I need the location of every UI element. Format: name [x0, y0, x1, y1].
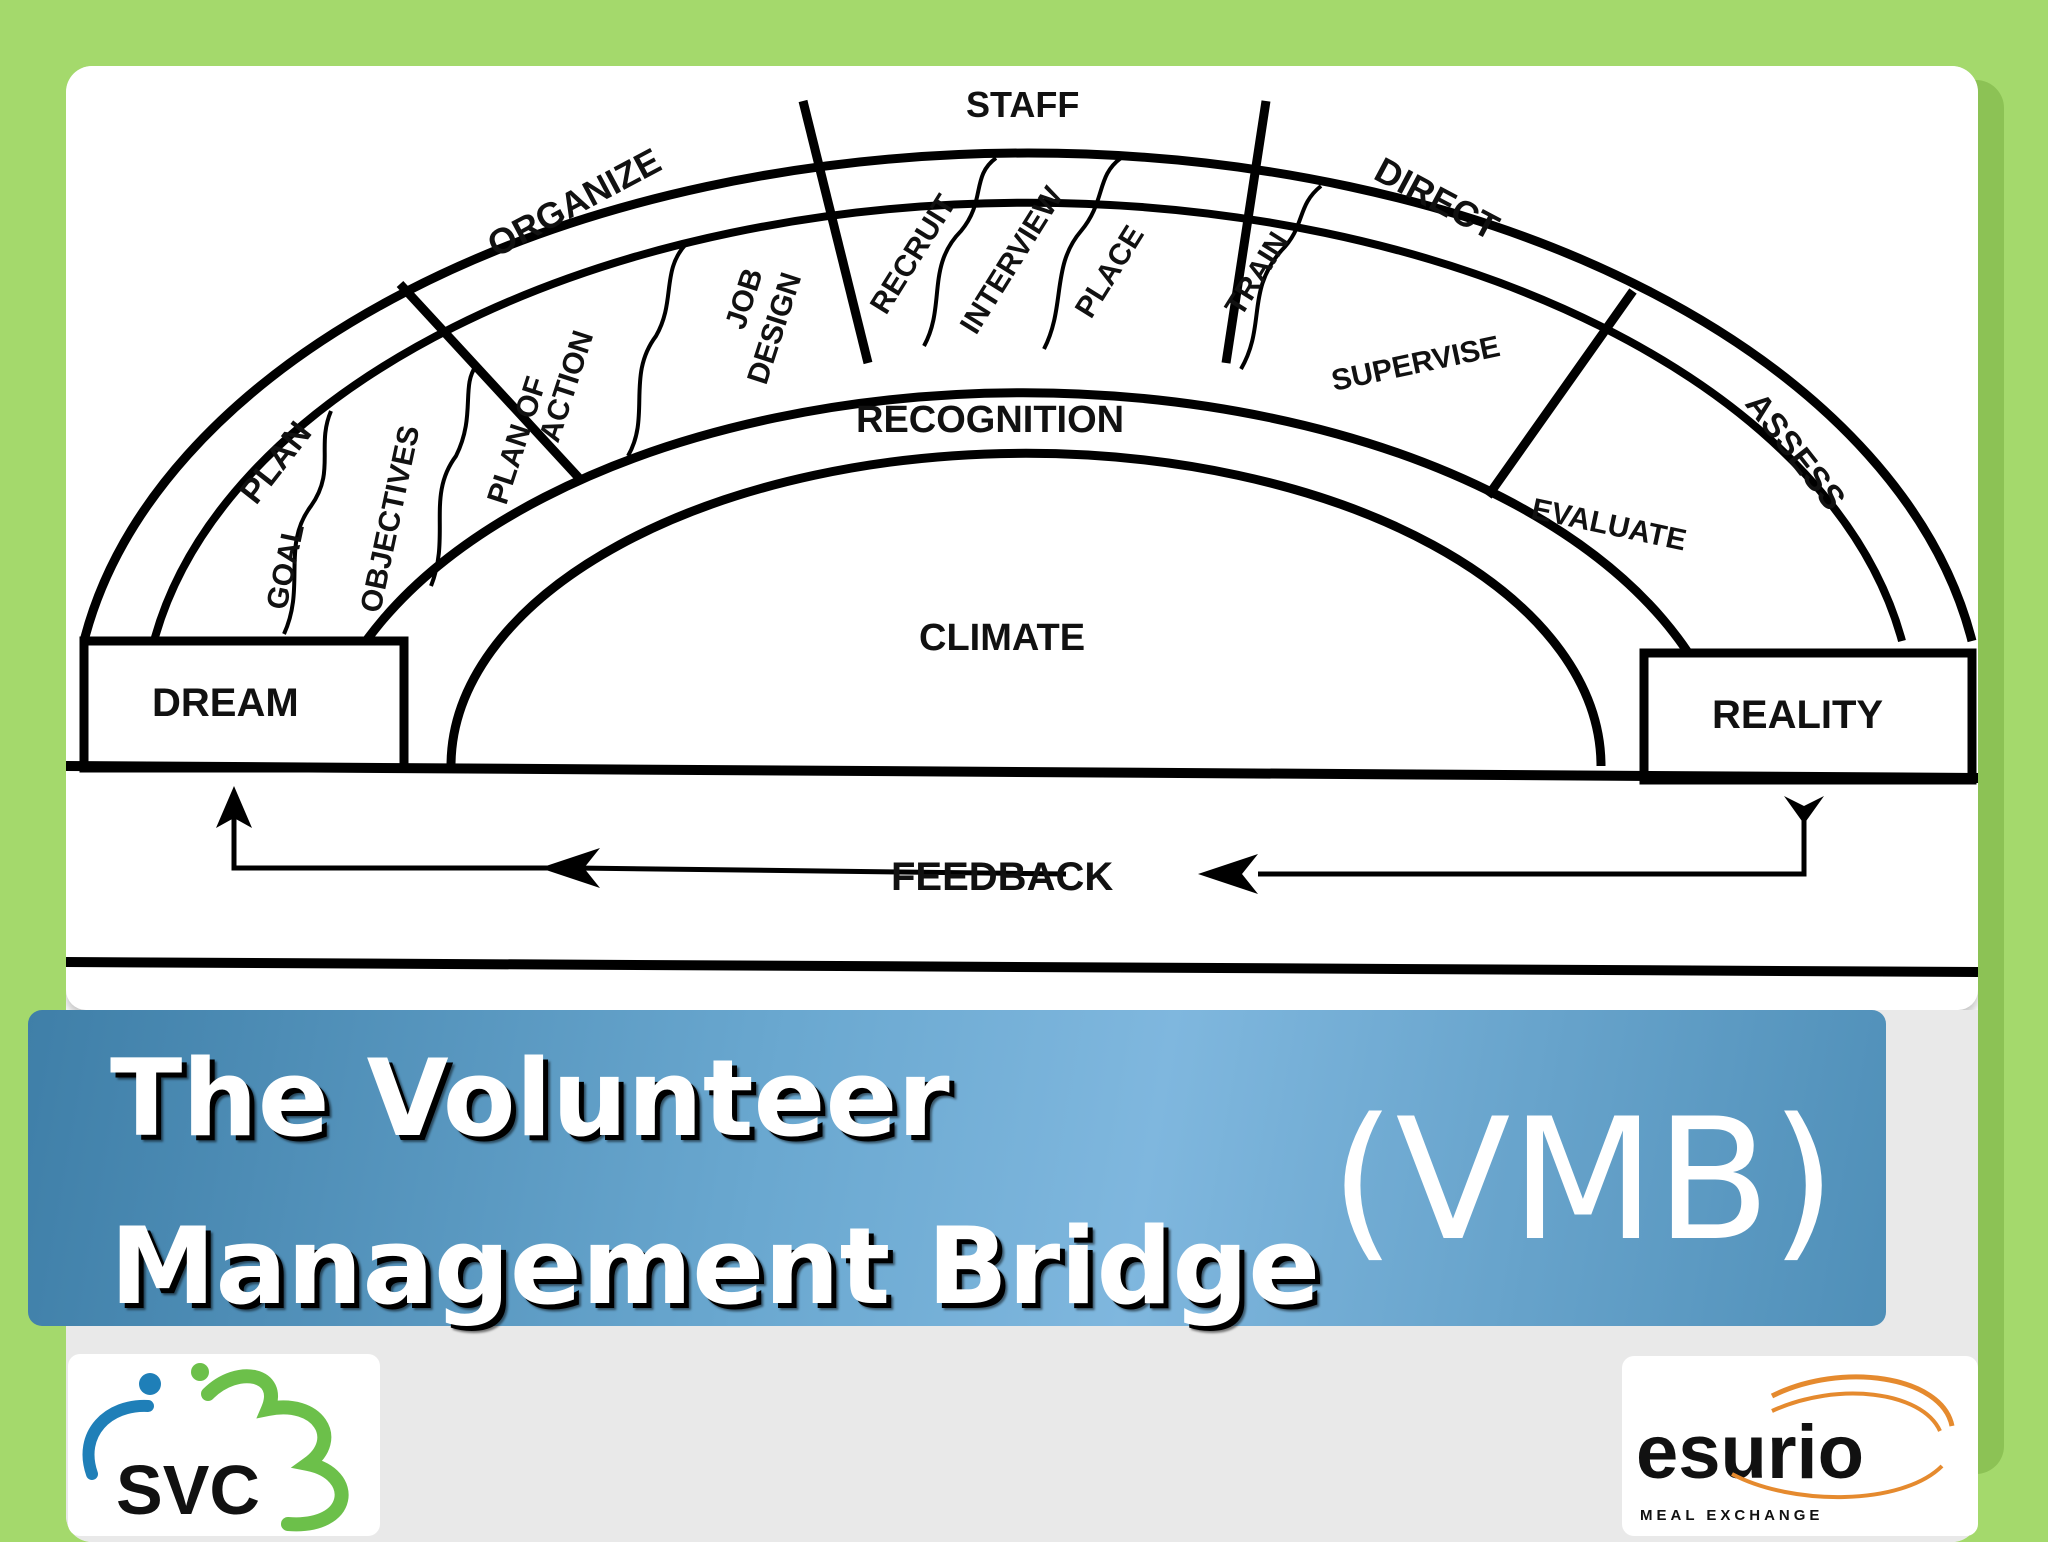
item-goal: GOAL: [261, 521, 311, 613]
feedback-arrow-right: [1198, 854, 1258, 894]
recognition-label: RECOGNITION: [856, 399, 1124, 441]
title-line-2: Management Bridge: [110, 1205, 1321, 1328]
deck-bottom: [66, 957, 1978, 977]
item-supervise: SUPERVISE: [1329, 330, 1503, 398]
recognition-arch-outer: [311, 388, 1735, 757]
recognition-arch-inner: [446, 448, 1606, 767]
divider-organize-staff: [798, 99, 873, 365]
dream-pillar: [79, 636, 409, 773]
deck-top: [66, 761, 1978, 783]
climate-label: CLIMATE: [919, 617, 1085, 659]
divider-plan-organize: [396, 280, 583, 482]
svc-logo: SVC: [68, 1354, 380, 1536]
dream-label: DREAM: [152, 681, 299, 725]
title-abbreviation: (VMB): [1330, 1082, 1837, 1278]
feedback-arrow-down: [1784, 796, 1824, 824]
phase-plan: PLAN: [232, 415, 319, 511]
title-line-1: The Volunteer: [110, 1037, 950, 1160]
item-place: PLACE: [1069, 220, 1151, 324]
feedback-label: FEEDBACK: [891, 855, 1113, 899]
phase-arch: [150, 198, 1906, 643]
feedback-arrow-up: [216, 786, 252, 828]
reality-pillar: [1639, 648, 1977, 785]
feedback-line: [1258, 813, 1807, 877]
phase-assess: ASSESS: [1738, 386, 1853, 518]
bridge-diagram: PLAN ORGANIZE STAFF DIRECT ASSESS GOAL O…: [66, 66, 1978, 1010]
svc-logo-text: SVC: [116, 1451, 260, 1529]
reality-label: REALITY: [1712, 693, 1883, 737]
phase-staff: STAFF: [966, 84, 1079, 125]
esurio-tagline: MEAL EXCHANGE: [1640, 1507, 1823, 1524]
divider-staff-direct: [1221, 100, 1271, 364]
outer-arch: [79, 148, 1977, 643]
feedback-arrow-mid: [540, 848, 600, 888]
item-evaluate: EVALUATE: [1529, 493, 1690, 558]
esurio-logo: esurio MEAL EXCHANGE: [1622, 1356, 1978, 1536]
divider-direct-assess: [1484, 288, 1637, 499]
title-banner: [28, 1010, 1886, 1326]
